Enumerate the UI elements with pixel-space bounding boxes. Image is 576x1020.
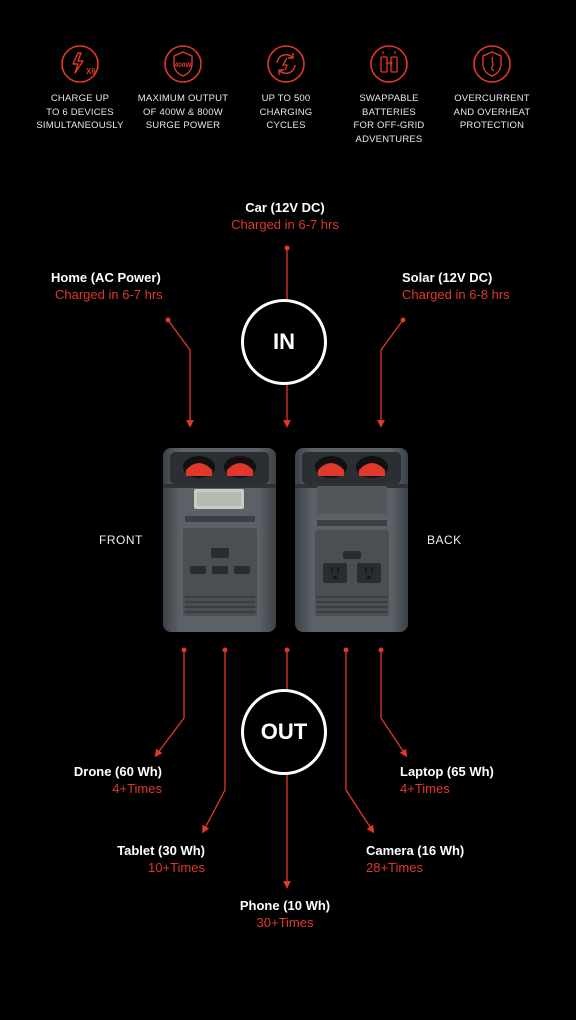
in-circle: IN bbox=[241, 299, 327, 385]
feature-text: MAXIMUM OUTPUT OF 400W & 800W SURGE POWE… bbox=[137, 93, 229, 131]
output-tablet: Tablet (30 Wh) 10+Times bbox=[117, 843, 205, 875]
ac-outlet-2 bbox=[357, 563, 381, 583]
camera-output-line bbox=[345, 650, 375, 834]
svg-text:X6: X6 bbox=[86, 67, 96, 76]
power-station-front bbox=[163, 448, 276, 632]
swap-battery-icon bbox=[370, 45, 408, 83]
power-station-back bbox=[295, 448, 408, 632]
out-circle: OUT bbox=[241, 689, 327, 775]
feature-text: CHARGE UP TO 6 DEVICES SIMULTANEOUSLY bbox=[36, 93, 124, 131]
svg-text:400W: 400W bbox=[175, 62, 193, 69]
cycle-icon bbox=[267, 45, 305, 83]
input-home: Home (AC Power) Charged in 6-7 hrs bbox=[51, 270, 163, 302]
front-label: FRONT bbox=[99, 533, 143, 547]
solar-input-line bbox=[377, 319, 404, 428]
input-car: Car (12V DC) Charged in 6-7 hrs bbox=[231, 200, 339, 232]
charge-x6-icon: X6 bbox=[61, 45, 99, 83]
feature-text: SWAPPABLE BATTERIES FOR OFF-GRID ADVENTU… bbox=[353, 93, 425, 145]
feature-text: UP TO 500 CHARGING CYCLES bbox=[259, 93, 313, 131]
ac-outlet-1 bbox=[323, 563, 347, 583]
output-camera: Camera (16 Wh) 28+Times bbox=[366, 843, 465, 875]
tablet-output-line bbox=[202, 650, 226, 834]
shield-output-icon: 400W bbox=[164, 45, 202, 83]
feature-swappable: SWAPPABLE BATTERIES FOR OFF-GRID ADVENTU… bbox=[334, 44, 444, 146]
back-label: BACK bbox=[427, 533, 462, 547]
feature-text: OVERCURRENT AND OVERHEAT PROTECTION bbox=[453, 93, 531, 131]
feature-max-output: 400W MAXIMUM OUTPUT OF 400W & 800W SURGE… bbox=[128, 44, 238, 133]
output-laptop: Laptop (65 Wh) 4+Times bbox=[400, 764, 494, 796]
laptop-output-line bbox=[380, 650, 408, 758]
input-solar: Solar (12V DC) Charged in 6-8 hrs bbox=[402, 270, 510, 302]
feature-protection: OVERCURRENT AND OVERHEAT PROTECTION bbox=[437, 44, 547, 133]
home-input-line bbox=[167, 319, 194, 428]
feature-charge-devices: X6 CHARGE UP TO 6 DEVICES SIMULTANEOUSLY bbox=[25, 44, 135, 133]
output-phone: Phone (10 Wh) 30+Times bbox=[239, 898, 331, 930]
output-drone: Drone (60 Wh) 4+Times bbox=[73, 764, 162, 796]
drone-output-line bbox=[154, 650, 185, 758]
feature-cycles: UP TO 500 CHARGING CYCLES bbox=[231, 44, 341, 133]
protection-icon bbox=[473, 45, 511, 83]
